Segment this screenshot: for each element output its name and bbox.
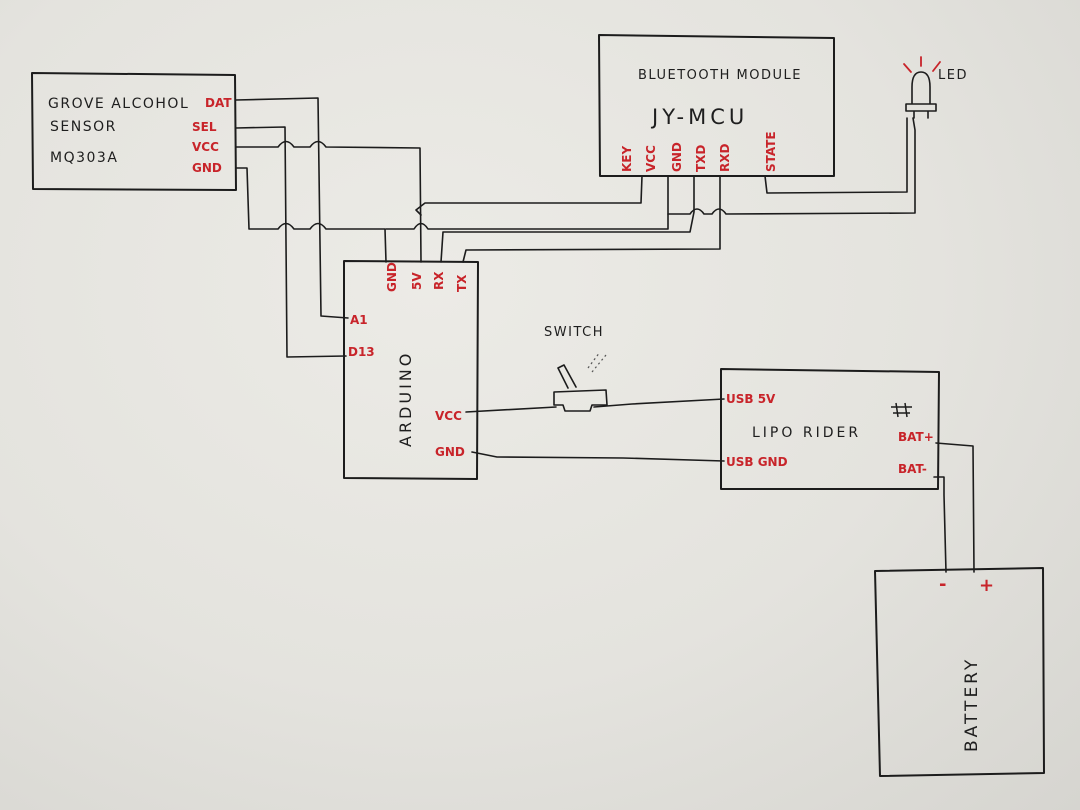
scribble-mark [891, 402, 912, 418]
toggle-switch: SWITCH [544, 325, 608, 412]
lipo-pin-batminus: BAT- [898, 462, 927, 476]
arduino-pin-gnd-side: GND [435, 445, 465, 459]
lipo-pin-batplus: BAT+ [898, 430, 934, 444]
battery-pack: BATTERY - + [874, 567, 1045, 777]
lipo-label: LIPO RIDER [752, 425, 861, 441]
wire-vcc-switch [465, 406, 557, 413]
switch-lever [557, 364, 577, 389]
arduino-pin-rx: RX [432, 271, 446, 290]
battery-label: BATTERY [962, 657, 982, 752]
sensor-pin-vcc: VCC [192, 140, 219, 154]
bluetooth-title: BLUETOOTH MODULE [638, 68, 802, 83]
lipo-pin-usb5v: USB 5V [726, 392, 776, 406]
arduino-box [343, 260, 479, 480]
battery-plus: + [979, 575, 994, 596]
sensor-pin-gnd: GND [192, 161, 222, 175]
wire-batminus [933, 476, 947, 573]
bt-pin-key: KEY [620, 146, 634, 172]
switch-body [553, 389, 608, 412]
led-glow-rays [903, 56, 941, 73]
bt-pin-state: STATE [764, 131, 778, 172]
wire-sensor-dat-a1 [235, 97, 349, 319]
wire-bt-gnd-hop [667, 117, 916, 215]
wire-sensor-vcc-5v [235, 140, 422, 263]
arduino-pin-a1: A1 [350, 313, 368, 327]
wire-sensor-sel-d13 [235, 126, 347, 358]
arduino-pin-tx: TX [455, 274, 469, 292]
led-label: LED [938, 68, 968, 83]
sensor-model: MQ303A [50, 150, 118, 166]
bt-pin-txd: TXD [694, 145, 708, 172]
wire-gnd-usbgnd [471, 451, 725, 462]
wire-switch-usb5v [593, 398, 725, 408]
wire-rx-bt-txd [440, 175, 695, 263]
lipo-box [720, 368, 940, 490]
wire-5v-bt-vcc [415, 175, 643, 216]
lipo-pin-usbgnd: USB GND [726, 455, 788, 469]
bluetooth-box [598, 34, 835, 177]
arduino-pin-vcc: VCC [435, 409, 462, 423]
sensor-title-line1: GROVE ALCOHOL [48, 96, 189, 112]
wire-tx-bt-rxd [462, 175, 721, 263]
battery-minus: - [939, 574, 946, 595]
sensor-pin-sel: SEL [192, 120, 217, 134]
arduino-pin-gnd: GND [385, 262, 399, 292]
bluetooth-model: JY-MCU [650, 105, 748, 129]
wire-batplus [935, 442, 975, 573]
sensor-title-line2: SENSOR [50, 119, 117, 135]
arduino-pin-d13: D13 [348, 345, 375, 359]
wire-bt-state-led [764, 117, 908, 194]
lipo-rider-board: LIPO RIDER USB 5V USB GND BAT+ BAT- [720, 368, 940, 490]
switch-motion-lines [587, 351, 607, 373]
sensor-pin-dat: DAT [205, 96, 232, 110]
arduino-pin-5v: 5V [410, 272, 424, 290]
wire-gnd-bt-gnd [385, 175, 669, 230]
bt-pin-rxd: RXD [718, 144, 732, 172]
alcohol-sensor-module: GROVE ALCOHOL SENSOR MQ303A DAT SEL VCC … [31, 72, 237, 191]
switch-label: SWITCH [544, 325, 604, 340]
sensor-box [31, 72, 237, 191]
arduino-label: ARDUINO [396, 351, 415, 447]
bt-pin-gnd: GND [670, 142, 684, 172]
arduino-board: ARDUINO GND 5V RX TX A1 D13 VCC GND [343, 260, 479, 480]
led-indicator: LED [903, 56, 968, 119]
wires [235, 97, 975, 573]
led-icon [905, 71, 937, 119]
battery-box [874, 567, 1045, 777]
bluetooth-module: BLUETOOTH MODULE JY-MCU KEY VCC GND TXD … [598, 34, 835, 177]
bt-pin-vcc: VCC [644, 145, 658, 172]
wire-sensor-gnd [235, 167, 387, 263]
